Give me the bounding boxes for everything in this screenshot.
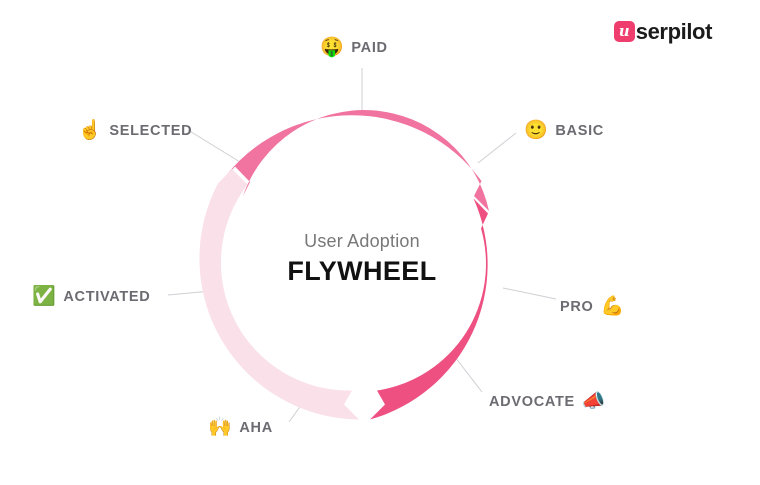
node-label-text-paid: PAID [351, 39, 388, 56]
leader-line-aha [288, 389, 313, 423]
node-label-paid[interactable]: 🤑 PAID [320, 38, 388, 57]
userpilot-logo: u serpilot [613, 18, 713, 44]
node-label-basic[interactable]: 🙂 BASIC [524, 121, 604, 140]
ring-segment-left [199, 169, 359, 420]
raising-hands-emoji-icon: 🙌 [208, 416, 233, 438]
node-label-advocate[interactable]: ADVOCATE 📣 [489, 392, 606, 411]
leader-line-activated [167, 289, 223, 296]
leader-line-basic [477, 132, 517, 164]
index-pointing-up-emoji-icon: ☝️ [78, 119, 103, 141]
leader-line-pro [502, 287, 557, 300]
node-label-text-basic: BASIC [555, 122, 604, 139]
leader-line-selected [187, 129, 241, 163]
node-label-text-pro: PRO [560, 298, 594, 315]
userpilot-logo-badge: u [613, 20, 635, 42]
check-mark-button-emoji-icon: ✅ [32, 285, 57, 307]
flexed-biceps-emoji-icon: 💪 [600, 295, 625, 317]
node-label-text-aha: AHA [239, 419, 273, 436]
node-label-aha[interactable]: 🙌 AHA [208, 418, 273, 437]
node-label-pro[interactable]: PRO 💪 [560, 297, 625, 316]
leader-line-advocate [454, 356, 483, 393]
megaphone-emoji-icon: 📣 [581, 390, 607, 412]
node-label-selected[interactable]: ☝️ SELECTED [78, 121, 192, 140]
node-label-activated[interactable]: ✅ ACTIVATED [32, 287, 150, 306]
node-label-text-selected: SELECTED [109, 122, 193, 139]
slightly-smiling-face-emoji-icon: 🙂 [524, 119, 549, 141]
money-mouth-face-emoji-icon: 🤑 [320, 36, 345, 58]
center-text-block: User Adoption FLYWHEEL [252, 230, 472, 286]
center-subtitle: User Adoption [304, 231, 420, 251]
userpilot-logo-wordmark: serpilot [635, 18, 713, 44]
node-label-text-activated: ACTIVATED [63, 288, 151, 305]
node-label-text-advocate: ADVOCATE [489, 393, 575, 410]
center-title: FLYWHEEL [287, 256, 437, 286]
ring-segment-top [221, 110, 489, 211]
